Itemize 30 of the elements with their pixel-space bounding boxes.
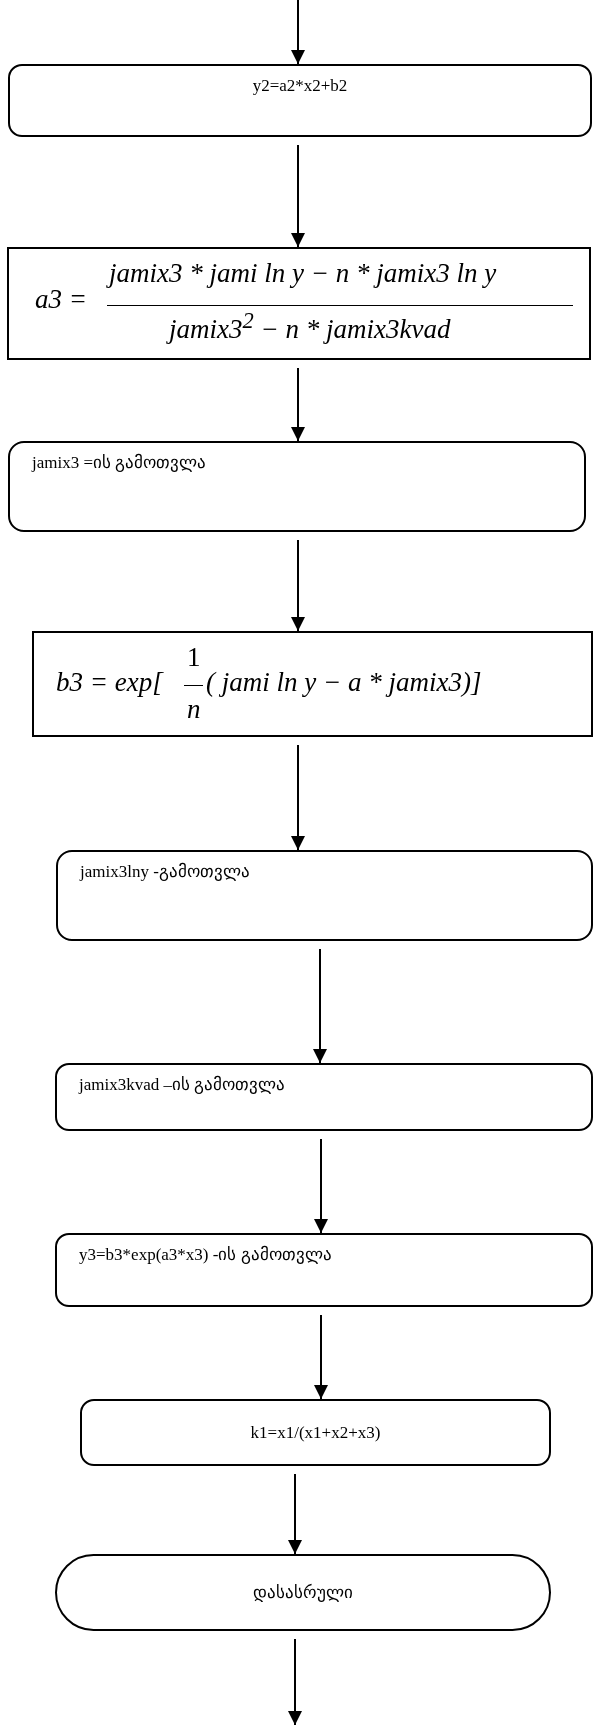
process-box	[8, 64, 592, 137]
process-box	[80, 1399, 551, 1466]
step-text: jamix3kvad –ის გამოთვლა	[79, 1075, 286, 1096]
arrow	[291, 144, 305, 248]
arrow	[291, 367, 305, 442]
formula-text: b3 = exp[	[56, 666, 163, 699]
formula-text: 1	[187, 641, 201, 674]
arrow	[288, 1638, 302, 1726]
arrow	[291, 539, 305, 632]
formula-box	[32, 631, 593, 737]
process-box	[55, 1063, 593, 1131]
formula-text: n	[187, 693, 201, 726]
step-text: y3=b3*exp(a3*x3) -ის გამოთვლა	[79, 1245, 332, 1266]
arrow	[288, 1473, 302, 1555]
process-box	[55, 1233, 593, 1307]
formula-text: ( jami ln y − a * jamix3)]	[206, 666, 482, 699]
step-text: y2=a2*x2+b2	[251, 76, 349, 97]
arrow	[291, 744, 305, 851]
arrow	[291, 0, 305, 65]
arrow	[314, 1314, 328, 1400]
arrow	[313, 948, 327, 1064]
step-text: jamix3 =ის გამოთვლა	[32, 453, 207, 474]
step-text: დასასრული	[252, 1582, 354, 1603]
step-text: k1=x1/(x1+x2+x3)	[249, 1422, 382, 1443]
formula-text: a3 =	[35, 283, 87, 316]
arrow	[314, 1138, 328, 1234]
process-box	[56, 850, 593, 941]
step-text: jamix3lny -გამოთვლა	[80, 862, 250, 883]
process-box	[8, 441, 586, 532]
formula-box	[7, 247, 591, 360]
